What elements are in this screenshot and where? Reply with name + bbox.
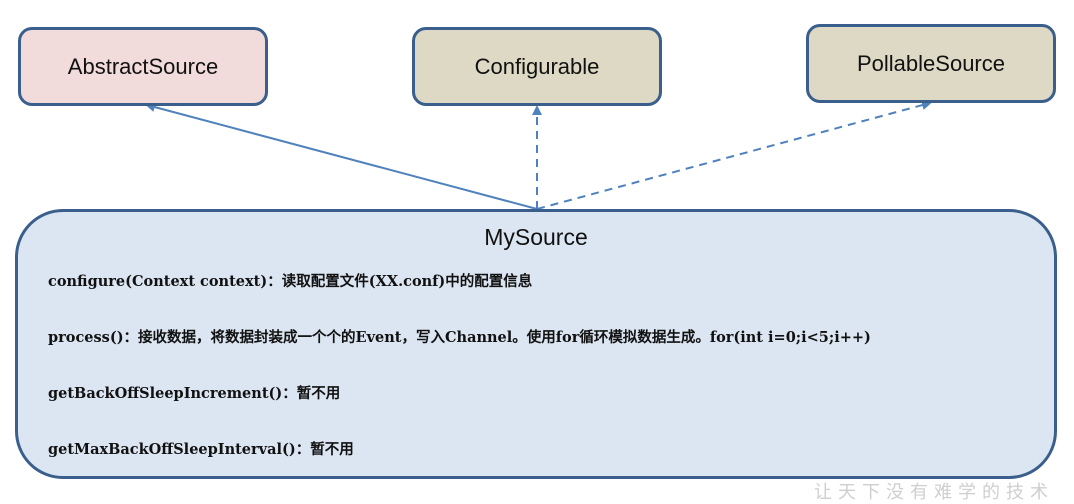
watermark: 让天下没有难学的技术 xyxy=(814,482,1054,503)
method-get-backoff-sleep-increment: getBackOffSleepIncrement()：暂不用 xyxy=(48,385,341,402)
pollable-source-node: PollableSource xyxy=(806,24,1056,103)
abstract-source-label: AbstractSource xyxy=(67,53,219,79)
extends-arrow-abstract xyxy=(145,102,538,210)
implements-arrow-pollable xyxy=(536,100,932,210)
method-configure: configure(Context context)：读取配置文件(XX.con… xyxy=(48,273,533,290)
mysource-title: MySource xyxy=(484,224,588,250)
method-get-max-backoff-sleep-interval: getMaxBackOffSleepInterval()：暂不用 xyxy=(48,441,354,458)
configurable-node: Configurable xyxy=(412,27,662,106)
configurable-label: Configurable xyxy=(474,53,600,79)
mysource-node: MySource configure(Context context)：读取配置… xyxy=(15,209,1057,479)
pollable-source-label: PollableSource xyxy=(857,50,1005,76)
abstract-source-node: AbstractSource xyxy=(18,27,268,106)
method-process: process()：接收数据，将数据封装成一个个的Event，写入Channel… xyxy=(48,329,871,346)
